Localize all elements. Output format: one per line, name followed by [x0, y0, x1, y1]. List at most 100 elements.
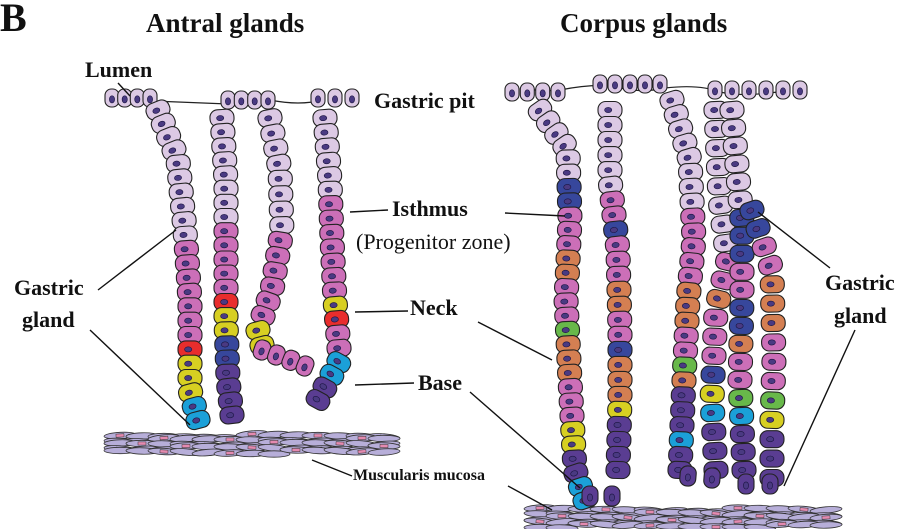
base-leader — [355, 383, 414, 385]
isthmus-cell — [608, 326, 632, 343]
pit-cell — [221, 91, 235, 109]
purple-base-cell — [762, 474, 778, 494]
gastric-gland-right-leader-lower — [784, 330, 855, 486]
yellow-cell — [700, 385, 725, 403]
gastric-pit-label: Gastric pit — [374, 88, 475, 114]
purple-base-cell — [730, 425, 755, 443]
purple-base-cell — [606, 461, 630, 479]
purple-base-cell — [738, 474, 754, 494]
antral-heading: Antral glands — [146, 8, 304, 39]
isthmus-label: Isthmus — [392, 196, 468, 222]
pit-cell — [623, 75, 637, 93]
gastric-gland-right-label-line2: gland — [834, 303, 887, 329]
isthmus-leader-right — [505, 213, 565, 216]
progenitor-zone-label: (Progenitor zone) — [356, 229, 511, 255]
pit-cell — [793, 81, 807, 99]
muscularis-mucosa-label: Muscularis mucosa — [353, 467, 485, 485]
lumen-label: Lumen — [85, 57, 152, 83]
isthmus-cell — [761, 334, 785, 352]
isthmus-leader-left — [350, 210, 388, 212]
muscularis-leader-left — [312, 460, 352, 476]
pit-cell — [261, 91, 275, 109]
purple-base-cell — [219, 405, 245, 425]
pit-cell — [776, 81, 790, 99]
orange-cell — [761, 295, 785, 313]
orange-cell — [608, 386, 632, 403]
neck-leader — [355, 311, 408, 312]
neck-blue-cell — [701, 366, 726, 384]
isthmus-cell — [761, 372, 786, 390]
pit-cell — [724, 154, 749, 173]
corpus-heading: Corpus glands — [560, 8, 727, 39]
pit-cell — [118, 89, 132, 107]
neck-leader-corpus — [478, 322, 552, 360]
pit-cell — [328, 89, 342, 107]
pit-cell — [759, 81, 773, 99]
pit-cell — [598, 117, 622, 134]
pit-cell — [105, 89, 119, 107]
pit-cell — [269, 185, 294, 203]
orange-cell — [729, 335, 753, 353]
cyan-base-cell — [700, 404, 725, 422]
purple-base-cell — [582, 486, 598, 506]
pit-cell — [725, 81, 739, 99]
orange-cell — [705, 288, 732, 310]
pit-cell — [551, 83, 565, 101]
pit-cell — [638, 75, 652, 93]
pit-cell — [269, 201, 294, 219]
yellow-cell — [760, 411, 785, 429]
neck-label: Neck — [410, 295, 458, 321]
neck-blue-cell — [730, 245, 754, 262]
pit-cell — [598, 132, 622, 149]
isthmus-cell — [702, 328, 727, 346]
gastric-gland-right-label-line1: Gastric — [825, 270, 895, 296]
pit-cell — [708, 81, 722, 99]
pit-cell — [248, 91, 262, 109]
cyan-base-cell — [729, 407, 754, 425]
pit-cell — [721, 118, 746, 137]
isthmus-cell — [702, 347, 727, 365]
pit-cell — [723, 136, 748, 155]
pit-cell — [742, 81, 756, 99]
green-cell — [760, 392, 785, 410]
purple-base-cell — [760, 431, 784, 448]
purple-base-cell — [703, 467, 721, 488]
purple-base-cell — [679, 465, 697, 486]
purple-base-cell — [731, 443, 756, 461]
neck-blue-cell — [729, 317, 753, 335]
gastric-gland-left-leader-lower — [90, 330, 190, 425]
smooth-muscle-cell — [810, 521, 842, 528]
purple-base-cell — [701, 423, 726, 441]
panel-letter: B — [0, 0, 27, 41]
pit-cell — [520, 83, 534, 101]
green-cell — [728, 389, 753, 407]
gastric-gland-left-label-line1: Gastric — [14, 275, 84, 301]
gastric-gland-left-label-line2: gland — [22, 307, 75, 333]
pit-cell — [234, 91, 248, 109]
pit-cell — [653, 75, 667, 93]
purple-base-cell — [702, 442, 727, 460]
isthmus-cell — [703, 309, 728, 327]
isthmus-cell — [728, 371, 752, 389]
pit-cell — [268, 170, 293, 188]
purple-base-cell — [604, 486, 620, 506]
isthmus-cell — [728, 353, 752, 371]
base-label: Base — [418, 370, 462, 396]
neck-blue-cell — [730, 299, 754, 317]
orange-cell — [760, 276, 784, 294]
pit-cell — [608, 75, 622, 93]
pit-cell — [726, 172, 751, 191]
pit-cell — [598, 147, 622, 164]
gastric-gland-left-leader-upper — [98, 230, 176, 290]
purple-base-cell — [760, 450, 784, 467]
orange-cell — [761, 314, 785, 332]
pit-cell — [719, 100, 744, 119]
pit-cell — [345, 89, 359, 107]
isthmus-cell — [730, 281, 754, 298]
pit-cell — [311, 89, 325, 107]
isthmus-cell — [762, 353, 787, 371]
pit-cell — [598, 102, 622, 119]
pit-cell — [505, 83, 519, 101]
pit-cell — [598, 162, 622, 179]
